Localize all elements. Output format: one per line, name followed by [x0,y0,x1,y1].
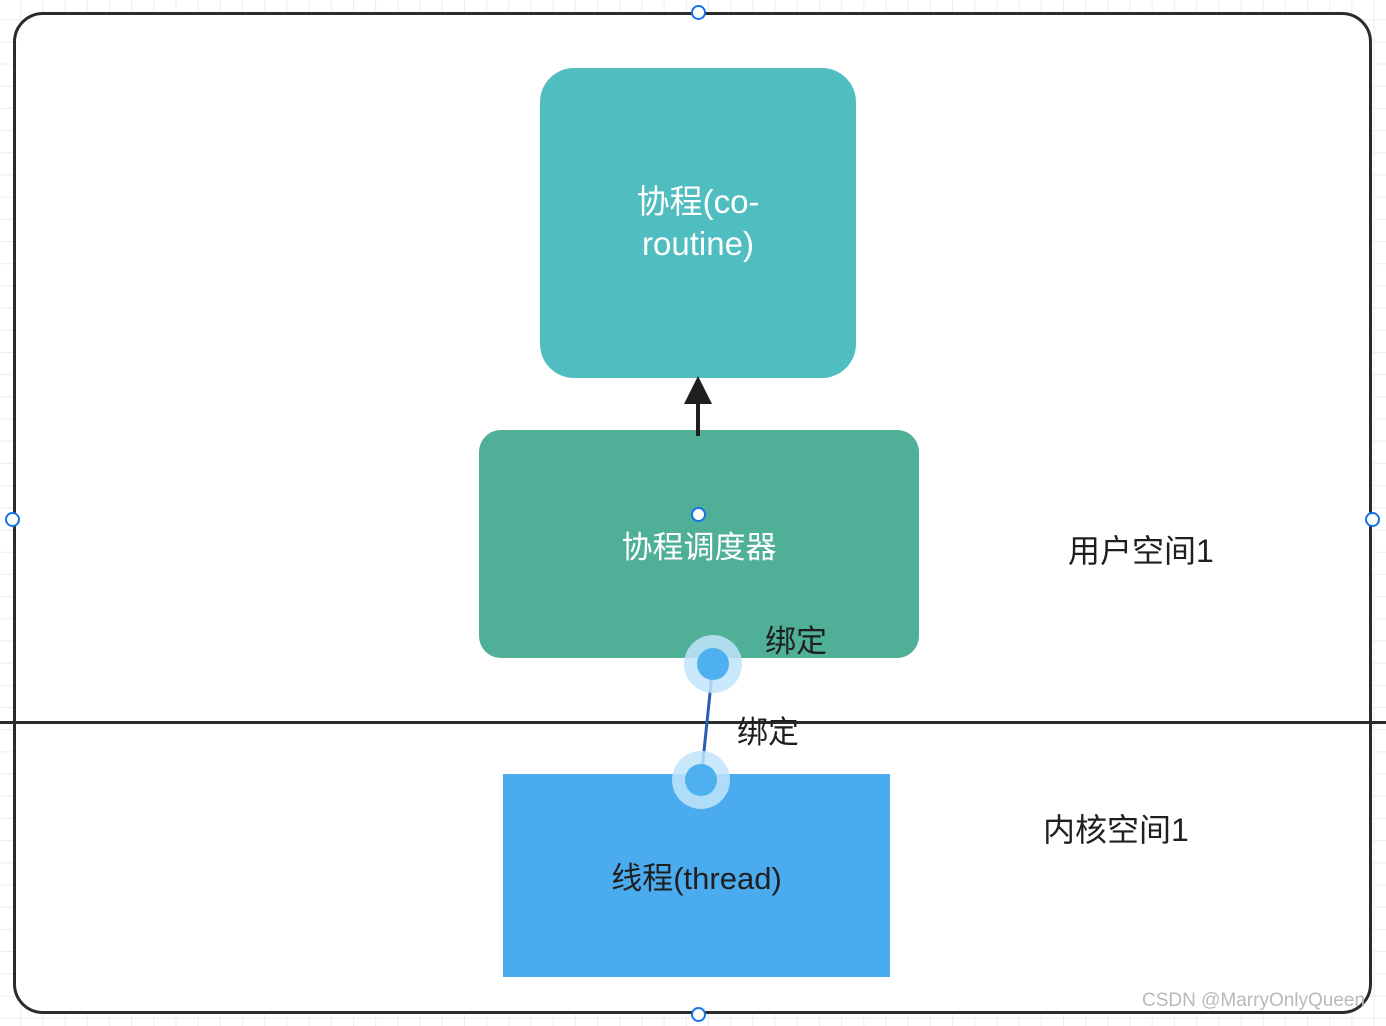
user-kernel-space-divider [0,721,1386,724]
label-bind-lower[interactable]: 绑定 [737,715,799,750]
label-bind-upper[interactable]: 绑定 [765,624,827,659]
scheduler-selection-dot[interactable] [691,507,706,522]
label-user-space[interactable]: 用户空间1 [1068,533,1214,569]
node-scheduler-label: 协程调度器 [621,529,777,565]
node-scheduler[interactable]: 协程调度器 [479,430,919,658]
node-coroutine-label: 协程(co-routine) [636,182,760,262]
node-coroutine[interactable]: 协程(co-routine) [540,68,856,378]
selection-handle-left[interactable] [5,512,20,527]
node-thread-label: 线程(thread) [611,861,782,896]
selection-handle-bottom[interactable] [691,1007,706,1022]
label-kernel-space[interactable]: 内核空间1 [1043,812,1189,848]
arrow-scheduler-to-coroutine-icon[interactable] [676,374,720,436]
selection-handle-top[interactable] [691,5,706,20]
binding-connector-scheduler-thread[interactable] [655,622,775,822]
selection-handle-right[interactable] [1365,512,1380,527]
watermark: CSDN @MarryOnlyQueen [1142,990,1366,1011]
